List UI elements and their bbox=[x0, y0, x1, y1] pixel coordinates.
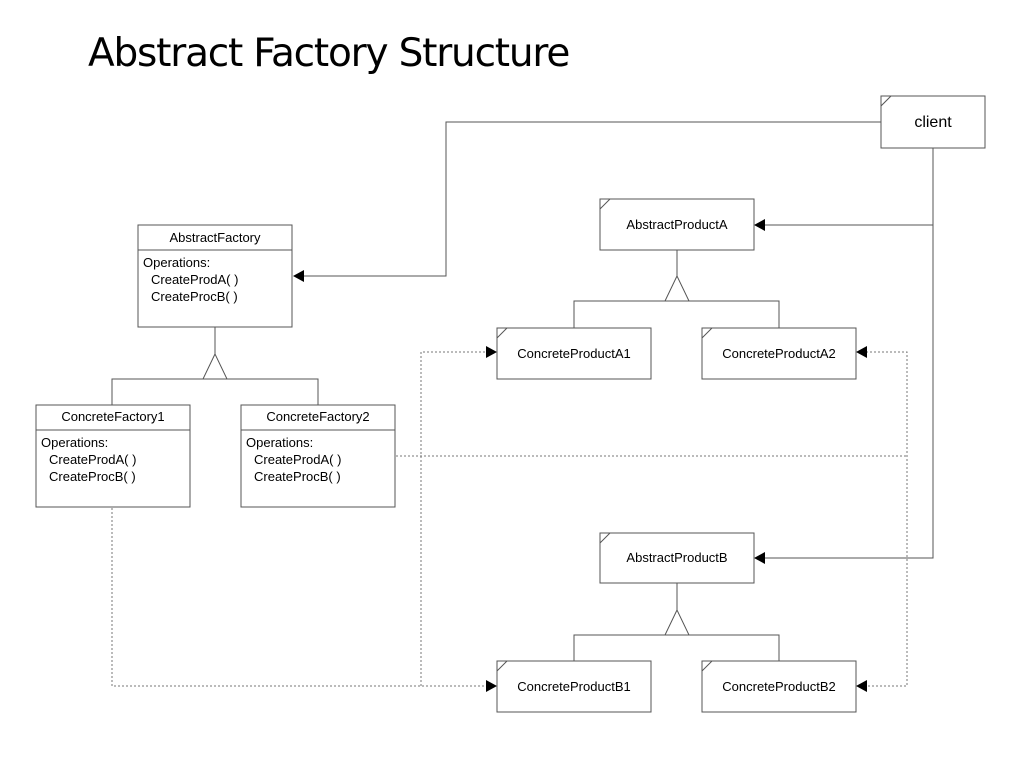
abstract-factory-class: AbstractFactory Operations: CreateProdA(… bbox=[137, 224, 293, 328]
client-to-products-line bbox=[764, 148, 934, 559]
concrete-factory2-ops-header: Operations: bbox=[246, 435, 313, 450]
concrete-factory1-ops-header: Operations: bbox=[41, 435, 108, 450]
product-a-inheritance-triangle bbox=[664, 274, 690, 302]
arrowhead-abstract-product-a bbox=[754, 219, 765, 231]
concrete-factory1-op: CreateProdA( ) bbox=[49, 452, 136, 467]
factory-inheritance-branch bbox=[111, 378, 319, 405]
arrowhead-abstract-product-b bbox=[754, 552, 765, 564]
concrete-factory2-class: ConcreteFactory2 Operations: CreateProdA… bbox=[240, 404, 396, 508]
abstract-product-b-class: AbstractProductB bbox=[599, 532, 755, 584]
abstract-factory-op: CreateProcB( ) bbox=[151, 289, 238, 304]
factory2-to-product-a2-line bbox=[866, 351, 908, 687]
concrete-product-a1-class: ConcreteProductA1 bbox=[496, 327, 652, 380]
concrete-factory1-op: CreateProcB( ) bbox=[49, 469, 136, 484]
concrete-factory1-name: ConcreteFactory1 bbox=[61, 409, 164, 424]
concrete-factory1-class: ConcreteFactory1 Operations: CreateProdA… bbox=[35, 404, 191, 508]
concrete-product-b2-name: ConcreteProductB2 bbox=[722, 679, 835, 694]
abstract-product-b-name: AbstractProductB bbox=[626, 550, 727, 565]
concrete-product-b1-class: ConcreteProductB1 bbox=[496, 660, 652, 713]
concrete-factory2-op: CreateProdA( ) bbox=[254, 452, 341, 467]
factory1-to-product-a1-line bbox=[420, 351, 487, 686]
concrete-product-a1-name: ConcreteProductA1 bbox=[517, 346, 630, 361]
product-a-inheritance-branch bbox=[573, 300, 780, 328]
client-label: client bbox=[914, 114, 952, 131]
concrete-product-b2-class: ConcreteProductB2 bbox=[701, 660, 857, 713]
product-b-inheritance-branch bbox=[573, 634, 780, 661]
concrete-product-a2-name: ConcreteProductA2 bbox=[722, 346, 835, 361]
abstract-product-a-class: AbstractProductA bbox=[599, 198, 755, 251]
concrete-product-b1-name: ConcreteProductB1 bbox=[517, 679, 630, 694]
abstract-product-a-name: AbstractProductA bbox=[626, 217, 727, 232]
concrete-product-a2-class: ConcreteProductA2 bbox=[701, 327, 857, 380]
abstract-factory-op: CreateProdA( ) bbox=[151, 272, 238, 287]
client-to-abstract-factory-line bbox=[303, 121, 881, 277]
factory1-to-product-b1-line bbox=[111, 508, 487, 687]
arrowhead-product-b2 bbox=[856, 680, 867, 692]
product-b-inheritance-triangle bbox=[664, 608, 690, 636]
arrowhead-abstract-factory bbox=[293, 270, 304, 282]
arrowhead-product-b1 bbox=[486, 680, 497, 692]
concrete-factory2-op: CreateProcB( ) bbox=[254, 469, 341, 484]
page-title: Abstract Factory Structure bbox=[88, 31, 570, 76]
arrowhead-product-a2 bbox=[856, 346, 867, 358]
factory-inheritance-triangle bbox=[202, 352, 228, 380]
abstract-factory-name: AbstractFactory bbox=[169, 230, 261, 245]
abstract-factory-ops-header: Operations: bbox=[143, 255, 210, 270]
arrowhead-product-a1 bbox=[486, 346, 497, 358]
concrete-factory2-name: ConcreteFactory2 bbox=[266, 409, 369, 424]
client-object: client bbox=[880, 95, 986, 149]
